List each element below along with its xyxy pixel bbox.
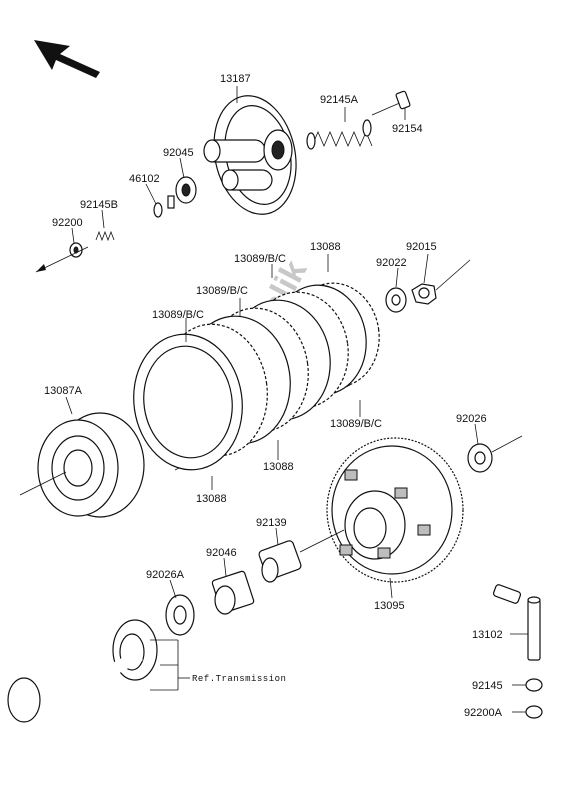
label-13089-left: 13089/B/C xyxy=(152,309,204,321)
label-92026: 92026 xyxy=(456,413,487,425)
label-13088-mid: 13088 xyxy=(263,461,294,473)
label-92154: 92154 xyxy=(392,123,423,135)
label-46102: 46102 xyxy=(129,173,160,185)
clutch-spring xyxy=(306,119,373,150)
small-spring xyxy=(95,230,115,242)
label-92015: 92015 xyxy=(406,241,437,253)
label-92022: 92022 xyxy=(376,257,407,269)
clutch-plate-stack xyxy=(133,282,380,471)
label-92200A: 92200A xyxy=(464,707,503,719)
label-13089-right: 13089/B/C xyxy=(330,418,382,430)
collar xyxy=(258,540,302,583)
washer-92026 xyxy=(467,443,493,473)
label-92046: 92046 xyxy=(206,547,237,559)
label-92145A: 92145A xyxy=(320,94,359,106)
front-direction-arrow-icon xyxy=(34,40,100,78)
release-lever xyxy=(492,584,541,661)
label-13187: 13187 xyxy=(220,73,251,85)
label-13087A: 13087A xyxy=(44,385,83,397)
washer-92026A xyxy=(165,594,195,636)
needle-bearing xyxy=(211,570,255,615)
washer-92200 xyxy=(69,242,83,258)
label-92145: 92145 xyxy=(472,680,503,692)
label-92200: 92200 xyxy=(52,217,83,229)
label-13095: 13095 xyxy=(374,600,405,612)
ball-bearing xyxy=(175,176,197,204)
label-13102: 13102 xyxy=(472,629,503,641)
washer-92022 xyxy=(385,287,407,313)
push-rod xyxy=(127,195,175,228)
ref-transmission-note: Ref.Transmission xyxy=(192,674,286,684)
washer-92200A xyxy=(525,705,543,719)
label-13088-top: 13088 xyxy=(310,241,341,253)
label-13089-top: 13089/B/C xyxy=(234,253,286,265)
label-92026A: 92026A xyxy=(146,569,185,581)
nut-92015 xyxy=(411,283,437,305)
label-92145B: 92145B xyxy=(80,199,118,211)
label-13088-low: 13088 xyxy=(196,493,227,505)
pressure-plate xyxy=(203,95,297,215)
clutch-housing xyxy=(19,412,145,518)
clutch-hub-gear xyxy=(326,437,464,583)
label-92139: 92139 xyxy=(256,517,287,529)
transmission-shaft xyxy=(7,649,143,726)
label-13089-mid: 13089/B/C xyxy=(196,285,248,297)
label-92045: 92045 xyxy=(163,147,194,159)
bolt xyxy=(371,90,411,116)
spring-92145 xyxy=(525,678,543,692)
